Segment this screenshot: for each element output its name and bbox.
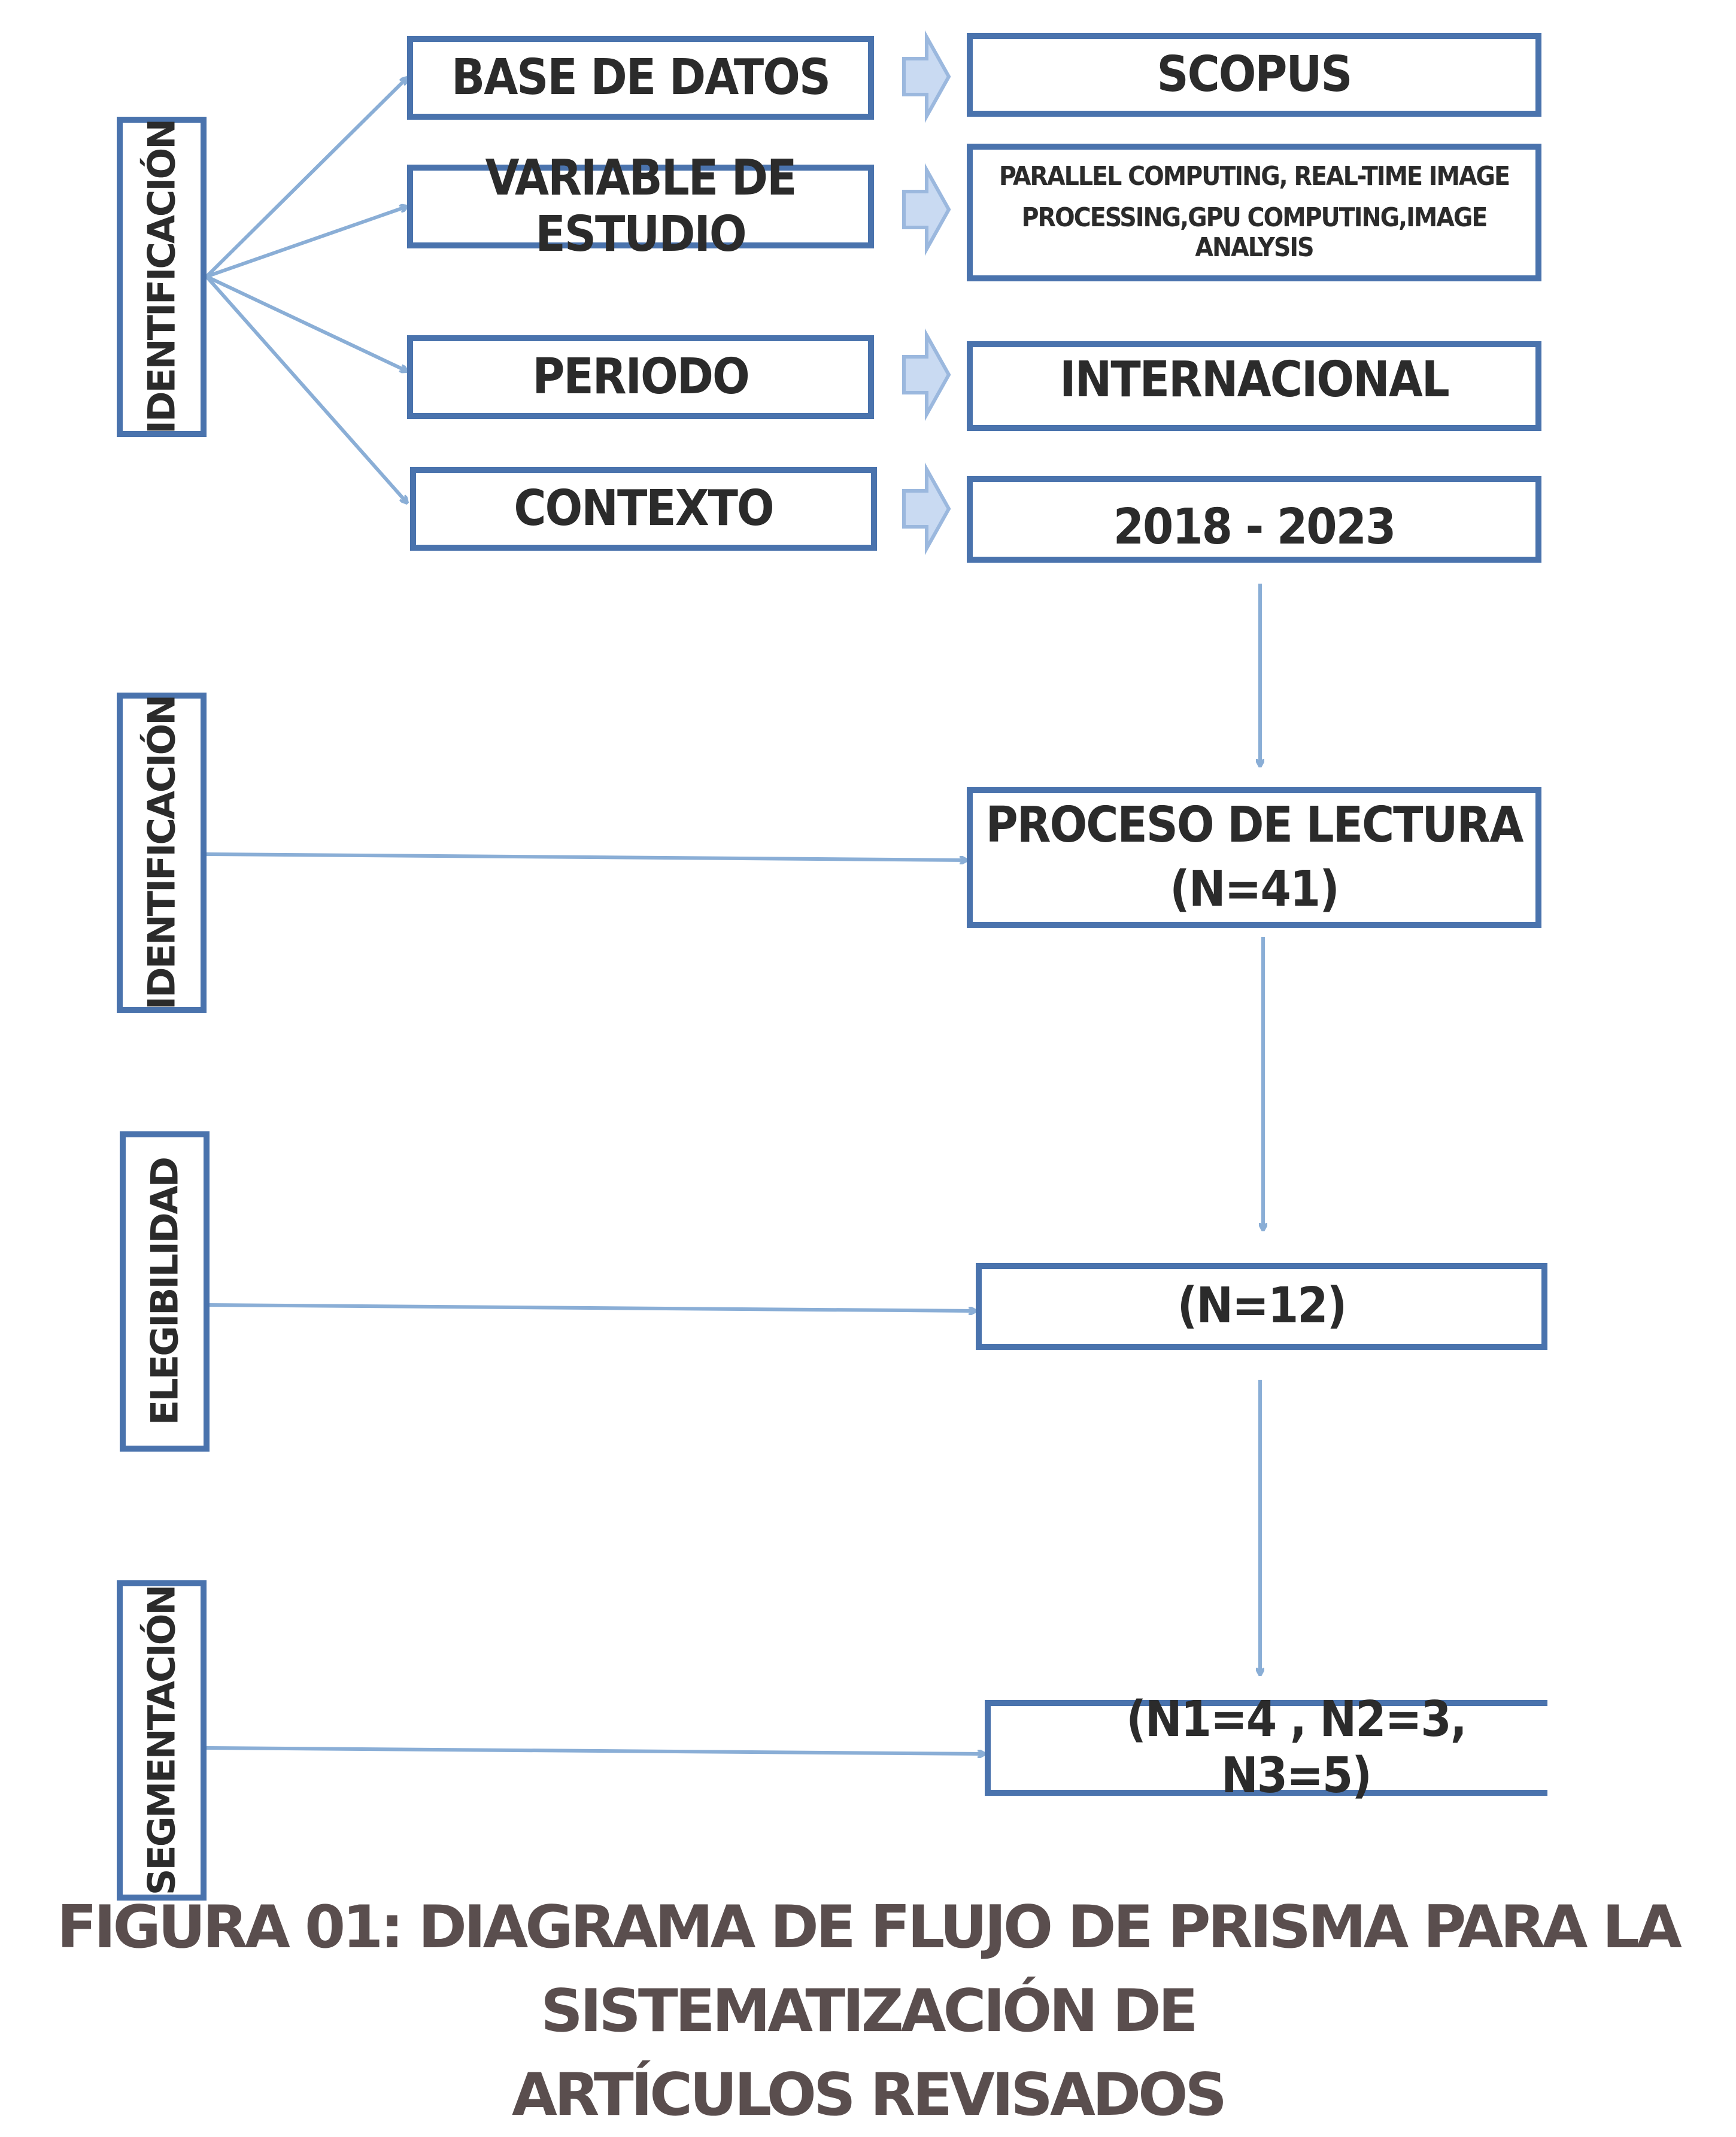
label-contexto: CONTEXTO — [514, 479, 774, 537]
value-internacional: INTERNACIONAL — [1060, 351, 1450, 408]
value-years: 2018 - 2023 — [1113, 498, 1397, 556]
vertical-arrows — [1260, 584, 1263, 1675]
horizontal-arrows — [206, 852, 985, 1754]
label-box-periodo: PERIODO — [407, 335, 874, 419]
side-label-identificacion-lectura: IDENTIFICACIÓN — [117, 693, 207, 1013]
block-arrow-1 — [902, 30, 951, 123]
side-label-text: SEGMENTACIÓN — [139, 1586, 184, 1895]
connector-to-periodo — [205, 275, 407, 371]
proceso-de-lectura-count: (N=41) — [1170, 860, 1340, 918]
caption-line1: FIGURA 01: DIAGRAMA DE FLUJO DE PRISMA P… — [57, 1893, 1682, 2045]
side-label-elegibilidad: ELEGIBILIDAD — [120, 1131, 210, 1452]
value-box-periodo-years: 2018 - 2023 — [967, 476, 1541, 563]
side-label-text: ELEGIBILIDAD — [142, 1158, 187, 1425]
connector-to-contexto — [205, 275, 407, 503]
label-box-base-de-datos: BASE DE DATOS — [407, 36, 874, 120]
arrow-elegibilidad-to-n12 — [206, 1303, 976, 1311]
block-arrow-2 — [902, 163, 951, 256]
box-elegibilidad-count: (N=12) — [976, 1263, 1547, 1350]
figure-caption: FIGURA 01: DIAGRAMA DE FLUJO DE PRISMA P… — [0, 1886, 1736, 2137]
side-label-identificacion-top: IDENTIFICACIÓN — [117, 117, 207, 437]
connector-to-base-de-datos — [205, 78, 407, 278]
value-variables-line1: PARALLEL COMPUTING, REAL-TIME IMAGE — [998, 161, 1510, 192]
label-variable-de-estudio: VARIABLE DE ESTUDIO — [485, 149, 797, 263]
arrow-segmentacion-to-box — [206, 1746, 985, 1754]
box-proceso-de-lectura: PROCESO DE LECTURA (N=41) — [967, 787, 1541, 928]
label-box-contexto: CONTEXTO — [410, 467, 877, 551]
connector-to-variable-de-estudio — [206, 207, 407, 278]
label-periodo: PERIODO — [532, 348, 749, 405]
elegibilidad-count: (N=12) — [1177, 1277, 1347, 1335]
connector-layer — [205, 30, 1736, 2082]
proceso-de-lectura-label: PROCESO DE LECTURA — [985, 797, 1524, 854]
value-variables-line2: PROCESSING,GPU COMPUTING,IMAGE ANALYSIS — [1021, 202, 1488, 263]
value-box-internacional: INTERNACIONAL — [967, 341, 1541, 431]
label-base-de-datos: BASE DE DATOS — [451, 48, 831, 106]
value-box-variables: PARALLEL COMPUTING, REAL-TIME IMAGE PROC… — [967, 144, 1541, 281]
side-label-text: IDENTIFICACIÓN — [139, 696, 184, 1010]
box-segmentacion-counts: (N1=4 , N2=3, N3=5) — [985, 1691, 1547, 1804]
arrow-identificacion-to-lectura — [206, 852, 967, 860]
caption-line2: ARTÍCULOS REVISADOS — [511, 2061, 1227, 2129]
value-scopus: SCOPUS — [1157, 45, 1352, 103]
block-arrow-3 — [902, 328, 951, 421]
value-box-scopus: SCOPUS — [967, 33, 1541, 117]
side-label-text: IDENTIFICACIÓN — [139, 120, 184, 434]
segmentacion-counts: (N1=4 , N2=3, N3=5) — [1126, 1690, 1467, 1804]
prisma-flow-diagram: IDENTIFICACIÓN IDENTIFICACIÓN ELEGIBILID… — [57, 30, 1736, 2129]
label-box-variable-de-estudio: VARIABLE DE ESTUDIO — [407, 150, 874, 263]
block-arrows — [902, 30, 951, 556]
block-arrow-4 — [902, 462, 951, 556]
side-label-segmentacion: SEGMENTACIÓN — [117, 1580, 207, 1901]
fan-connectors — [205, 78, 407, 503]
